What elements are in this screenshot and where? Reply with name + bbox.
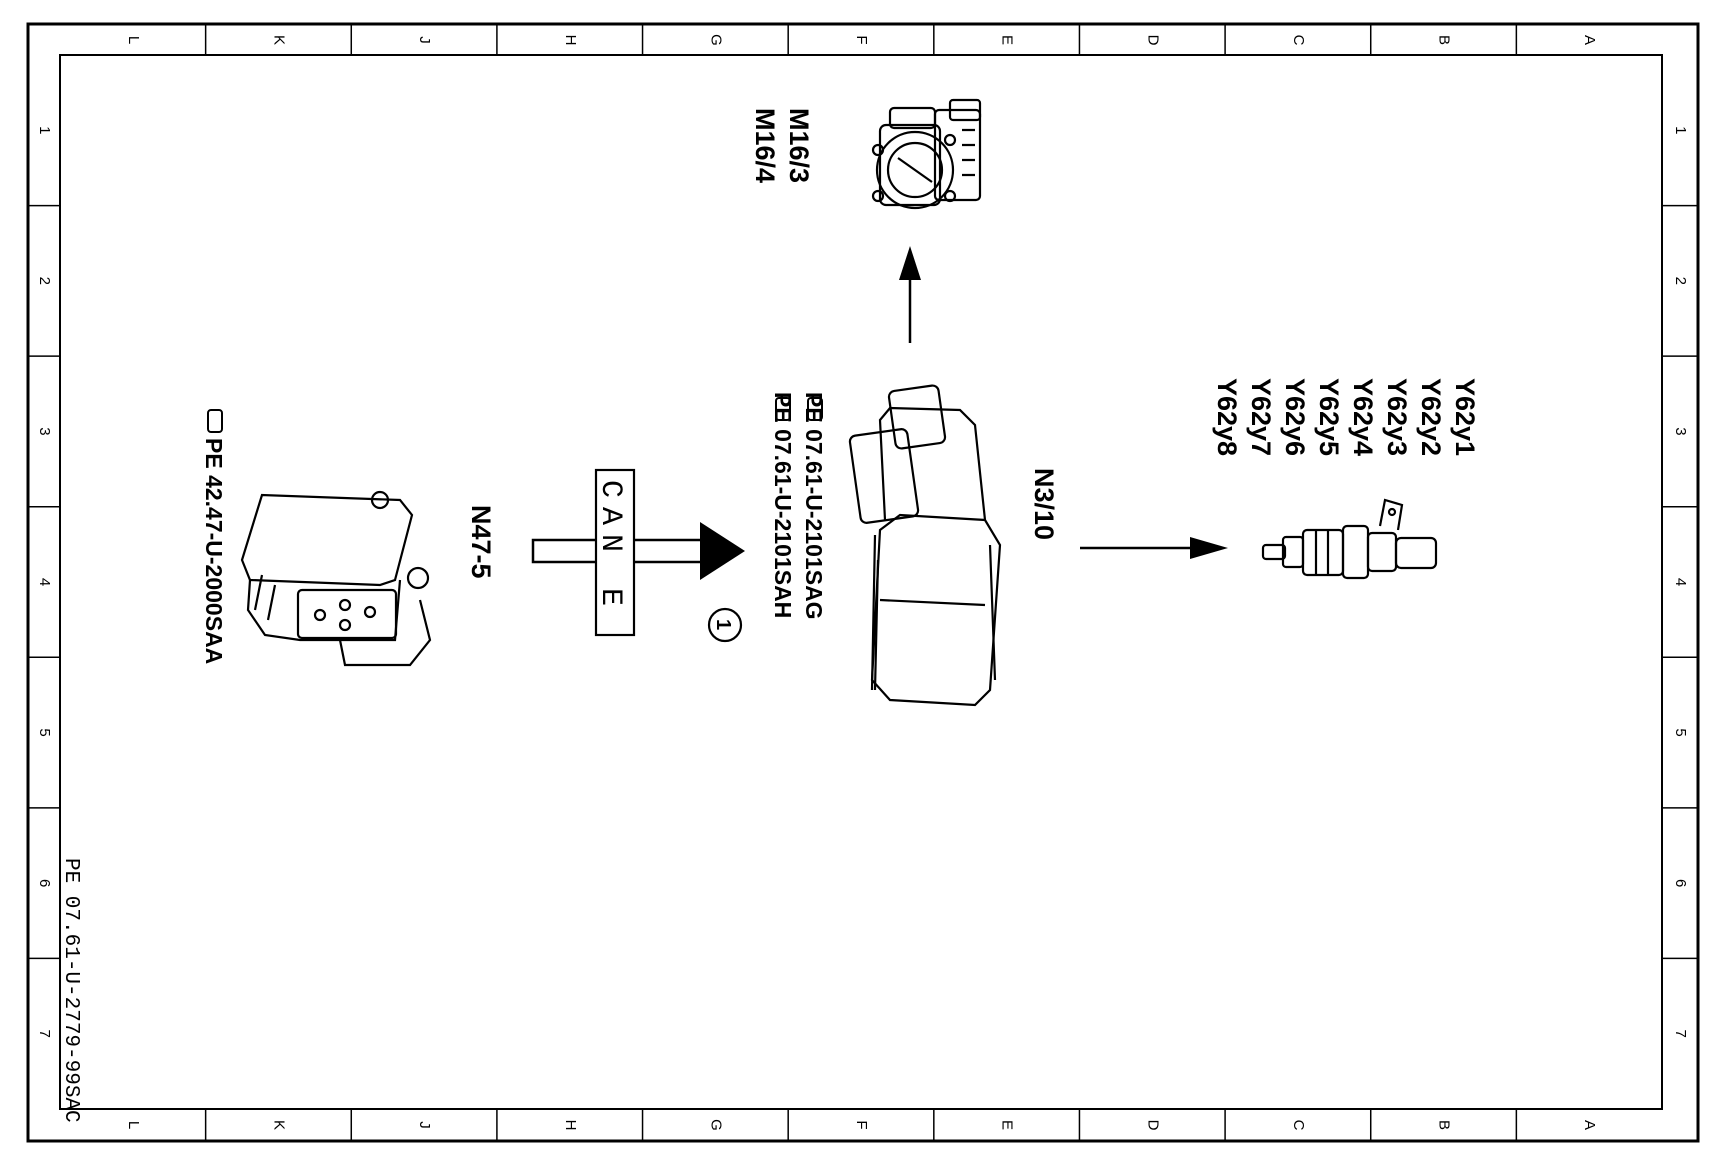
column-label: J — [416, 1121, 433, 1129]
column-label: J — [416, 36, 433, 44]
injector-label: Y62y7 — [1246, 378, 1276, 456]
column-label: L — [125, 36, 142, 44]
row-labels: 1 1 2 2 3 3 4 4 5 5 6 6 7 7 — [36, 126, 1689, 1038]
row-label: 1 — [36, 126, 53, 134]
row-label: 2 — [36, 277, 53, 285]
row-label: 3 — [36, 427, 53, 435]
abs-unit-icon — [240, 490, 432, 667]
row-label: 7 — [36, 1030, 53, 1038]
column-labels: L L K K J J H H G G F F E E D D C C B B A A — [125, 34, 1598, 1131]
throttle-labels: M16/3 M16/4 — [750, 108, 814, 183]
row-label: 6 — [1672, 879, 1689, 887]
column-label: H — [562, 35, 579, 46]
column-label: A — [1581, 35, 1598, 45]
grid-ticks — [28, 24, 1698, 1141]
row-label: 5 — [1672, 728, 1689, 736]
column-label: C — [1290, 35, 1307, 46]
column-label: E — [999, 1120, 1016, 1130]
throttle-label-m16-3: M16/3 — [784, 108, 814, 183]
injector-label: Y62y3 — [1382, 378, 1412, 456]
injector-label: Y62y8 — [1212, 378, 1242, 456]
column-label: F — [853, 35, 870, 44]
row-label: 3 — [1672, 427, 1689, 435]
abs-reference: PE 42.47-U-2000SAA — [201, 438, 227, 664]
column-label: B — [1436, 35, 1453, 45]
can-bus-arrow — [531, 468, 745, 637]
injector-label: Y62y4 — [1348, 378, 1378, 456]
injector-label: Y62y2 — [1416, 378, 1446, 456]
ecu-references: PE 07.61-U-2101SAG PE 07.61-U-2101SAH — [770, 392, 827, 620]
column-label: G — [707, 34, 724, 46]
column-label: D — [1144, 1120, 1161, 1131]
column-label: D — [1144, 35, 1161, 46]
callout-1: 1 — [707, 607, 743, 643]
document-ref-group: PE 07.61-U-2779-99SAC — [59, 858, 82, 1123]
arrow-to-throttle — [899, 246, 921, 343]
injector-label: Y62y1 — [1450, 378, 1480, 456]
throttle-body-icon — [871, 98, 982, 210]
column-label: C — [1290, 1120, 1307, 1131]
row-label: 4 — [36, 578, 53, 586]
ecu-module-icon — [848, 384, 1002, 707]
row-label: 1 — [1672, 126, 1689, 134]
row-label: 6 — [36, 879, 53, 887]
fuel-injector-icon — [1261, 498, 1438, 580]
document-reference: PE 07.61-U-2779-99SAC — [59, 858, 82, 1123]
column-label: B — [1436, 1120, 1453, 1130]
injector-label: Y62y5 — [1314, 378, 1344, 456]
can-bus-label-group: CAN E — [593, 480, 627, 615]
column-label: G — [707, 1119, 724, 1131]
column-label: E — [999, 35, 1016, 45]
pointing-hand-icon — [775, 397, 823, 421]
pointing-hand-icon — [207, 409, 223, 433]
column-label: K — [270, 35, 287, 45]
can-bus-label: CAN E — [593, 480, 627, 615]
column-label: F — [853, 1120, 870, 1129]
inner-frame — [59, 54, 1663, 1110]
column-label: L — [125, 1121, 142, 1129]
callout-number: 1 — [712, 619, 734, 630]
ecu-ref-2101sah: PE 07.61-U-2101SAH — [770, 392, 796, 618]
abs-label-n47-5: N47-5 — [466, 505, 496, 579]
throttle-label-m16-4: M16/4 — [750, 108, 780, 183]
arrow-to-injectors — [1080, 537, 1228, 559]
row-label: 5 — [36, 728, 53, 736]
outer-frame — [26, 22, 1700, 1143]
ecu-label: N3/10 — [1029, 468, 1059, 540]
ecu-ref-2101sag: PE 07.61-U-2101SAG — [801, 392, 827, 620]
ecu-label-n3-10: N3/10 — [1029, 468, 1059, 540]
column-label: H — [562, 1120, 579, 1131]
abs-ref-2000saa: PE 42.47-U-2000SAA — [201, 438, 227, 664]
row-label: 4 — [1672, 578, 1689, 586]
column-label: A — [1581, 1120, 1598, 1130]
row-label: 2 — [1672, 277, 1689, 285]
injector-label: Y62y6 — [1280, 378, 1310, 456]
abs-label: N47-5 — [466, 505, 496, 579]
column-label: K — [270, 1120, 287, 1130]
row-label: 7 — [1672, 1030, 1689, 1038]
